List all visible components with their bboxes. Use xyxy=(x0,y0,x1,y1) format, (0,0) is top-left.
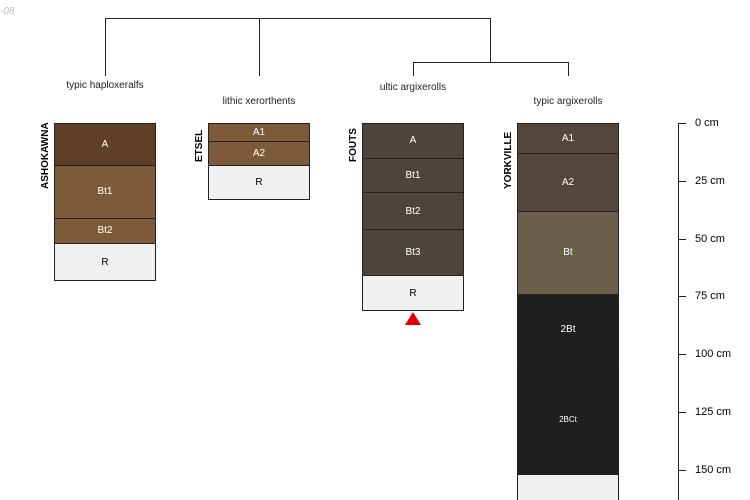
depth-tick-label: 100 cm xyxy=(695,348,732,360)
horizon: Bt1 xyxy=(362,157,464,194)
profile-name: ETSEL xyxy=(194,129,205,162)
horizon: R xyxy=(208,164,310,201)
depth-tick xyxy=(678,411,686,413)
dendrogram-branch xyxy=(413,62,414,76)
taxon-label: ultic argixerolls xyxy=(379,82,447,93)
horizon: 2BCt xyxy=(517,363,619,476)
dendrogram-branch xyxy=(105,18,106,76)
depth-tick xyxy=(678,354,686,355)
horizon: Bt1 xyxy=(54,164,156,219)
horizon: Bt3 xyxy=(362,229,464,277)
dendrogram-top xyxy=(105,18,491,19)
depth-tick-label: 150 cm xyxy=(695,463,732,476)
horizon: A2 xyxy=(208,141,310,166)
depth-tick xyxy=(678,180,686,182)
depth-tick-label: 25 cm xyxy=(695,174,725,187)
corner-label: -08 xyxy=(0,6,15,17)
depth-axis-line xyxy=(678,123,679,500)
horizon: A xyxy=(362,123,464,159)
profile-name: YORKVILLE xyxy=(503,131,514,190)
horizon: A1 xyxy=(208,123,310,143)
horizon: A2 xyxy=(517,153,619,212)
dendrogram-branch xyxy=(259,18,260,76)
depth-tick-label: 50 cm xyxy=(695,232,725,245)
depth-tick-label: 0 cm xyxy=(695,117,719,129)
horizon: Bt2 xyxy=(54,217,156,245)
depth-tick xyxy=(678,238,686,240)
horizon: R xyxy=(362,275,464,312)
dendrogram-subtree xyxy=(413,62,569,63)
taxon-label: lithic xerorthents xyxy=(222,96,296,107)
depth-tick xyxy=(678,123,686,124)
depth-tick xyxy=(678,296,686,298)
taxon-label: typic haploxeralfs xyxy=(66,80,144,91)
horizon xyxy=(517,474,619,500)
dendrogram-branch xyxy=(490,18,491,62)
profile-name: ASHOKAWNA xyxy=(40,122,51,190)
taxon-label: typic argixerolls xyxy=(533,96,603,107)
horizon: Bt2 xyxy=(362,192,464,231)
horizon: R xyxy=(54,243,156,282)
profile-name: FOUTS xyxy=(348,127,359,162)
depth-tick-label: 75 cm xyxy=(695,290,725,303)
horizon: A xyxy=(54,123,156,166)
dendrogram-branch xyxy=(568,62,569,76)
horizon: A1 xyxy=(517,123,619,155)
bottom-marker-icon xyxy=(405,312,421,325)
horizon: 2Bt xyxy=(517,293,619,365)
depth-tick-label: 125 cm xyxy=(695,405,732,418)
depth-tick xyxy=(678,469,686,471)
horizon: Bt xyxy=(517,210,619,295)
